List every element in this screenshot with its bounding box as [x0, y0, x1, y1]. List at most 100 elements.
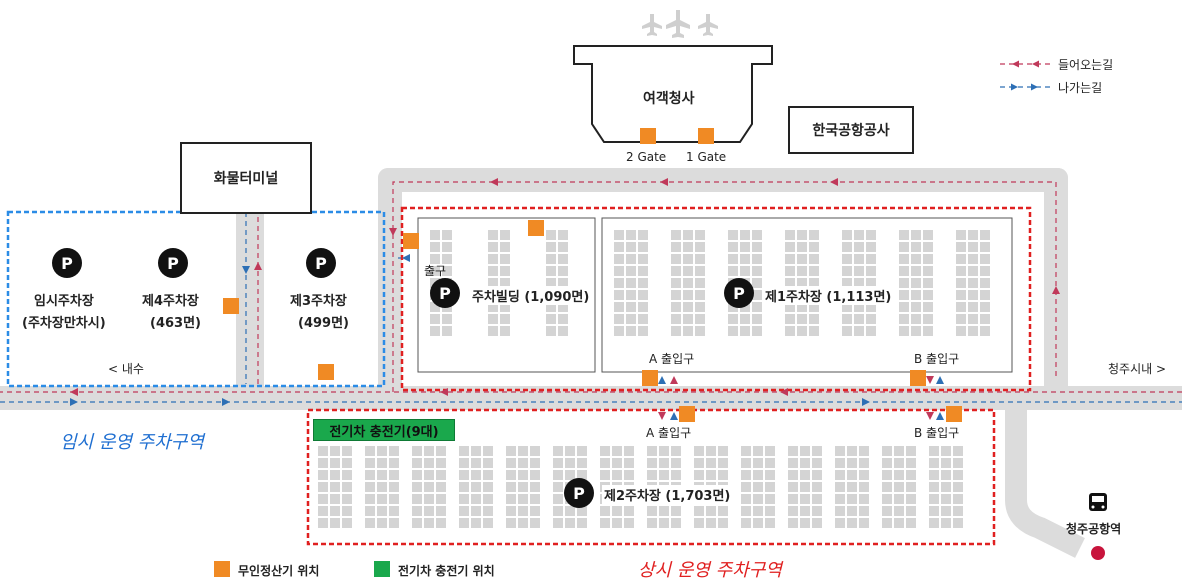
parking-space [741, 446, 751, 456]
station-road [1005, 398, 1085, 558]
parking-space [318, 482, 328, 492]
arrow-up [936, 412, 944, 420]
parking-space [923, 326, 933, 336]
train-light [1091, 505, 1095, 509]
parking-space [671, 314, 681, 324]
parking-space [906, 494, 916, 504]
parking-space [899, 266, 909, 276]
parking-space [659, 458, 669, 468]
parking-space [695, 230, 705, 240]
parking-space [671, 470, 681, 480]
parking-space [546, 302, 556, 312]
arrow-up [936, 376, 944, 384]
parking-space [377, 482, 387, 492]
parking-space [553, 518, 563, 528]
parking-space [614, 242, 624, 252]
parking-space [956, 254, 966, 264]
parking-space [318, 470, 328, 480]
parking-space [923, 314, 933, 324]
parking-space [424, 518, 434, 528]
parking-p-icon: P [430, 278, 460, 308]
arrow-up [254, 262, 262, 270]
parking-space [412, 518, 422, 528]
parking-space [859, 446, 869, 456]
parking-space [847, 506, 857, 516]
parking-space [430, 254, 440, 264]
kac-building: 한국공항공사 [788, 106, 914, 154]
pay-station-marker [318, 364, 334, 380]
lot3-count: (499면) [298, 316, 349, 331]
parking-space [882, 446, 892, 456]
parking-space [638, 302, 648, 312]
airplane-icons [642, 10, 718, 38]
parking-space [894, 470, 904, 480]
pay-station-marker [679, 406, 695, 422]
parking-space [953, 458, 963, 468]
legend-ev-label: 전기차 충전기 위치 [398, 564, 495, 578]
parking-space [765, 518, 775, 528]
parking-space [866, 230, 876, 240]
parking-space [809, 230, 819, 240]
parking-space [797, 266, 807, 276]
parking-space [741, 494, 751, 504]
parking-space [638, 254, 648, 264]
parking-space [728, 326, 738, 336]
parking-space [694, 506, 704, 516]
parking-space [500, 230, 510, 240]
parking-space [953, 518, 963, 528]
parking-space [553, 506, 563, 516]
lot4-name: 제4주차장 [142, 294, 199, 309]
parking-space [894, 482, 904, 492]
parking-space [488, 230, 498, 240]
parking-space [765, 458, 775, 468]
parking-space [577, 470, 587, 480]
train-light [1101, 505, 1105, 509]
parking-space [752, 266, 762, 276]
arrow-left [660, 178, 668, 186]
parking-space [506, 482, 516, 492]
station-dot [1091, 546, 1105, 560]
parking-space [694, 470, 704, 480]
parking-space [894, 506, 904, 516]
parking-space [753, 446, 763, 456]
parking-space [812, 470, 822, 480]
parking-space [624, 470, 634, 480]
naesu-direction: < 내수 [108, 362, 144, 376]
parking-space [518, 458, 528, 468]
regular-zone-lower-border [306, 408, 996, 546]
parking-space [565, 506, 575, 516]
parking-space [753, 458, 763, 468]
parking-space [365, 494, 375, 504]
parking-space [488, 326, 498, 336]
parking-space [647, 458, 657, 468]
station-label: 청주공항역 [1066, 522, 1122, 536]
parking-space [577, 458, 587, 468]
parking-space [923, 242, 933, 252]
train-window [1092, 496, 1104, 502]
parking-space [683, 254, 693, 264]
parking-space [980, 242, 990, 252]
parking-space [365, 458, 375, 468]
parking-space [706, 518, 716, 528]
parking-space [612, 506, 622, 516]
parking-space [854, 266, 864, 276]
lot2-label: 제2주차장 (1,703면) [602, 485, 733, 504]
parking-space [558, 242, 568, 252]
parking-space [847, 446, 857, 456]
parking-space [683, 230, 693, 240]
parking-space [365, 446, 375, 456]
parking-space [953, 446, 963, 456]
parking-space [785, 278, 795, 288]
parking-space [752, 314, 762, 324]
parking-space [923, 290, 933, 300]
b-gate-bottom-label: B 출입구 [914, 426, 960, 440]
incoming-route [0, 181, 1182, 393]
parking-space [929, 518, 939, 528]
parking-space [835, 506, 845, 516]
parking-space [577, 506, 587, 516]
parking-space [953, 470, 963, 480]
parking-space [459, 470, 469, 480]
parking-space [671, 506, 681, 516]
parking-space [483, 458, 493, 468]
parking-space [788, 494, 798, 504]
